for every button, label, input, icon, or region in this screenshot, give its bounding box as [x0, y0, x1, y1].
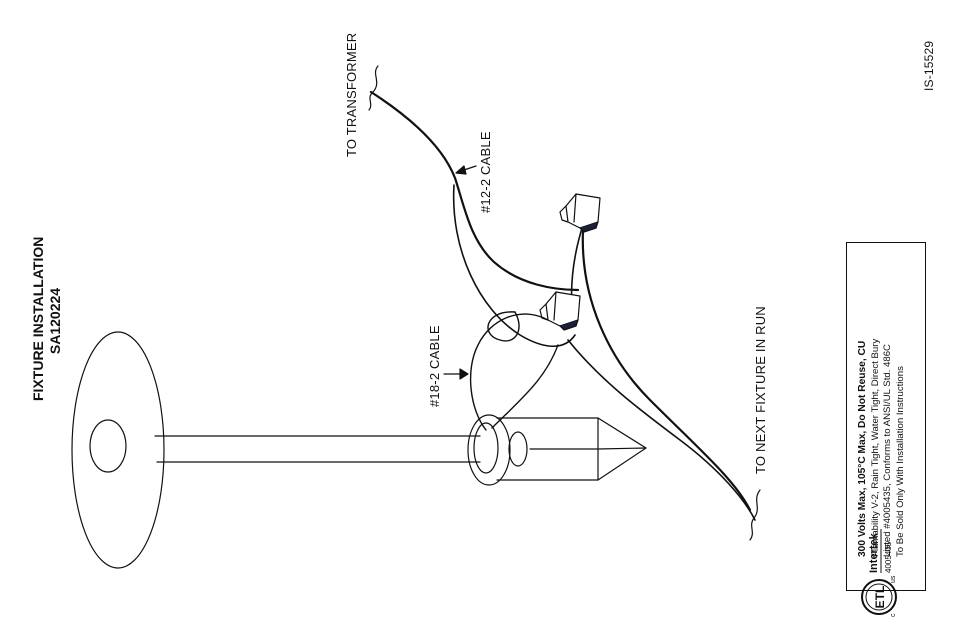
main-cable-secondary	[567, 339, 756, 521]
spec-line-3: Listed #4005435, Conforms to ANSI/UL Std…	[882, 344, 893, 557]
etl-certification-mark: ETL c us Intertek 4005435	[855, 511, 903, 619]
cable-12-2-arrowhead	[455, 165, 467, 175]
etl-c-mark: c	[890, 613, 897, 617]
spec-line-2: Flamability V-2, Rain Tight, Water Tight…	[869, 338, 881, 557]
spec-line-4: To Be Sold Only With Installation Instru…	[894, 366, 906, 557]
wire-connector-lower	[539, 291, 581, 331]
main-cable-branch-upper	[452, 184, 576, 347]
diagram-title-line1: FIXTURE INSTALLATION	[30, 236, 46, 401]
fixture-lamp-dome	[89, 419, 127, 473]
cable-12-2-label: #12-2 CABLE	[478, 131, 493, 213]
ground-stake-ridge	[529, 447, 647, 450]
spec-line-1: 300 Volts Max, 105°C Max, Do Not Reuse, …	[857, 340, 868, 557]
fixture-lead-cable	[469, 313, 549, 431]
diagram-title-line2: SA120224	[47, 287, 63, 355]
main-cable-to-next-fixture	[581, 228, 752, 512]
cable-break-top	[368, 65, 379, 111]
to-next-fixture-label: TO NEXT FIXTURE IN RUN	[753, 306, 768, 474]
cable-18-2-label: #18-2 CABLE	[427, 325, 442, 407]
diagram-title: FIXTURE INSTALLATION SA120224	[30, 236, 66, 401]
fixture-lead-cable-return	[491, 344, 559, 429]
specification-label-box: 300 Volts Max, 105°C Max, Do Not Reuse, …	[846, 242, 926, 617]
fixture-lead-loop	[487, 311, 520, 342]
fixture-collar-inner	[473, 422, 499, 474]
cable-break-bottom	[749, 489, 761, 541]
fixture-hub	[508, 431, 528, 467]
intertek-brand: Intertek	[868, 532, 880, 573]
etl-mark-text: ETL	[873, 586, 887, 609]
fixture-lamp-disc	[71, 331, 165, 569]
fixture-collar	[467, 414, 511, 486]
etl-us-mark: us	[890, 575, 897, 583]
etl-logo-icon: ETL c us Intertek 4005435	[861, 529, 897, 617]
specification-text: 300 Volts Max, 105°C Max, Do Not Reuse, …	[857, 227, 907, 557]
cable-18-2-arrowhead	[459, 368, 469, 380]
to-transformer-label: TO TRANSFORMER	[344, 32, 359, 157]
wire-connector-upper	[559, 193, 601, 233]
main-cable-from-transformer	[369, 90, 580, 292]
document-number: IS-15529	[922, 40, 936, 91]
intertek-number: 4005435	[884, 541, 893, 573]
